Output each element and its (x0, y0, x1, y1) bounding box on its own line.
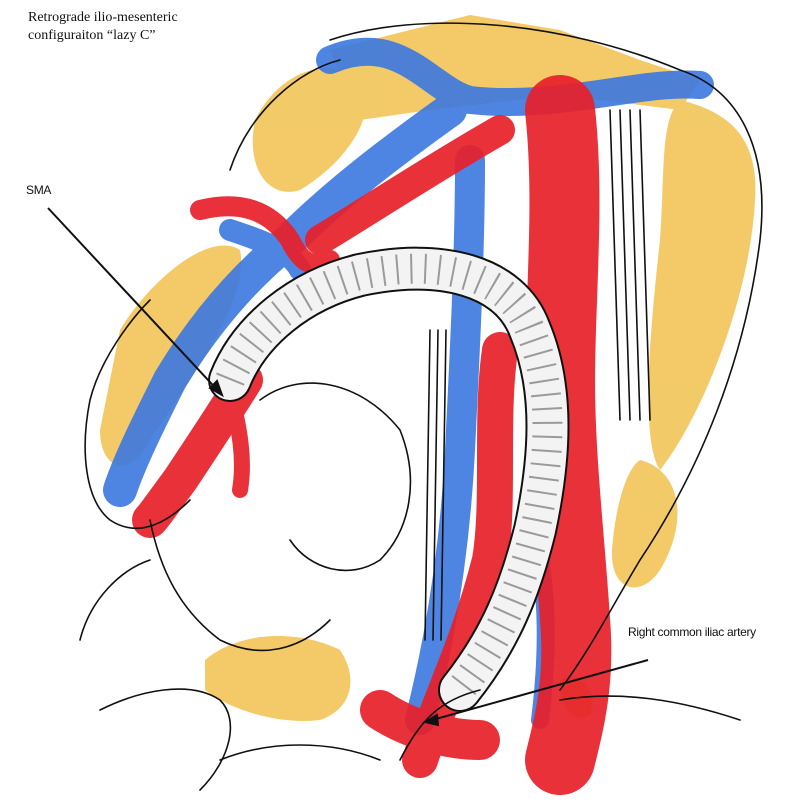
hatch-5 (425, 330, 430, 640)
hatch-2 (620, 110, 630, 420)
title-line-1: Retrograde ilio-mesenteric (28, 10, 178, 26)
hatch-3 (630, 110, 640, 420)
fat-right-lower (612, 460, 678, 587)
hatch-4 (640, 110, 650, 420)
title-line-2: configuraiton “lazy C” (28, 28, 156, 44)
artery-sma-branch (230, 390, 242, 490)
outline-bowel-3 (80, 560, 150, 640)
hatch-1 (610, 110, 620, 420)
vein-layer (120, 52, 700, 720)
fat-right-column (648, 100, 755, 470)
outline-bowel-1 (260, 383, 410, 570)
outline-bowel-4 (100, 689, 230, 790)
right-common-iliac-label: Right common iliac artery (628, 625, 756, 639)
outline-bottom (220, 745, 380, 760)
sma-label: SMA (26, 183, 51, 197)
outline-bowel-2 (150, 520, 330, 650)
artery-iliac-bottom (380, 710, 480, 740)
